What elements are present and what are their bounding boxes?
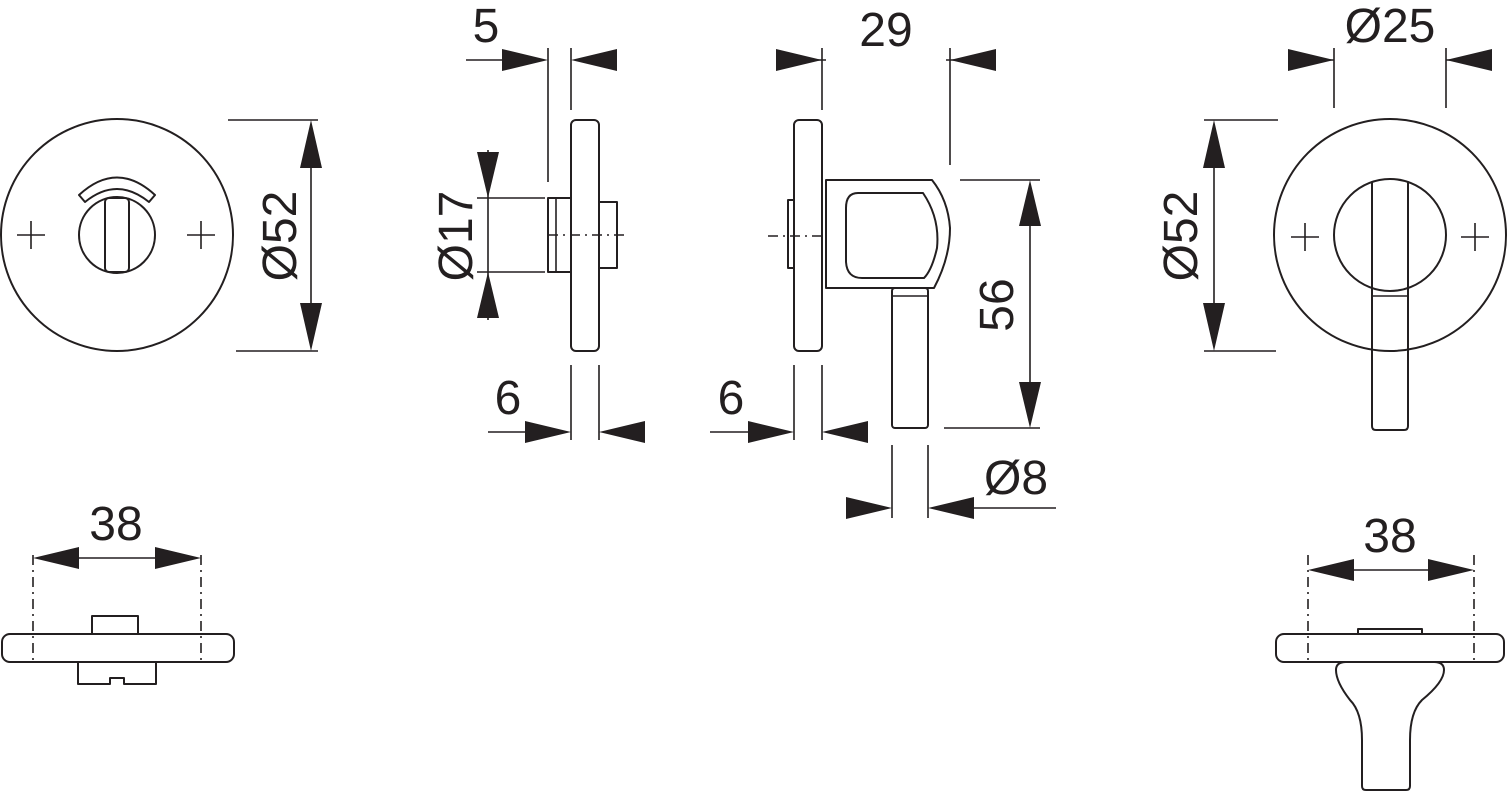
rose-plate-top xyxy=(1275,633,1505,663)
dim-line-29 xyxy=(776,48,996,165)
dim-line-56 xyxy=(944,179,1040,429)
center-lines xyxy=(1307,555,1475,662)
top-rim xyxy=(1357,628,1423,635)
dim-arrows-38-right xyxy=(1308,559,1474,581)
dim-arrows-29 xyxy=(776,49,996,71)
top-stub xyxy=(91,615,139,635)
dim-arrows-52 xyxy=(1203,120,1225,351)
knob-face xyxy=(845,192,939,279)
lever-bar xyxy=(1371,181,1409,431)
bottom-view-lever: 38 xyxy=(1275,510,1505,791)
dim-arrows xyxy=(300,120,322,351)
knob-body xyxy=(825,179,951,289)
dim-52-label: Ø52 xyxy=(1155,191,1208,282)
lever-knob-body xyxy=(1335,661,1445,791)
center-lines xyxy=(32,555,202,662)
dim-line-25 xyxy=(1288,48,1492,108)
dim-line-52 xyxy=(1204,119,1278,352)
rose-outline xyxy=(1273,118,1507,352)
knob-outline xyxy=(1333,178,1447,292)
dim-38-left-label: 38 xyxy=(89,498,142,551)
rose-outline xyxy=(0,118,234,352)
dim-arrows-38-left xyxy=(33,547,201,569)
screw-mark-left xyxy=(1291,223,1319,251)
dim-arrows-8 xyxy=(846,497,974,519)
dim-line-6-right xyxy=(710,365,868,440)
dim-arrows-6-right xyxy=(748,421,868,443)
dim-17-label: Ø17 xyxy=(430,191,483,282)
dim-line-diameter xyxy=(228,119,318,352)
dim-6-right-label: 6 xyxy=(718,372,745,425)
dim-line-5 xyxy=(466,48,616,182)
dim-8-label: Ø8 xyxy=(984,452,1048,505)
lever-bar xyxy=(891,287,929,429)
screw-mark-right xyxy=(1461,223,1489,251)
bottom-view-indicator: 38 xyxy=(1,498,235,685)
bottom-stub xyxy=(77,661,157,685)
dim-diameter-label: Ø52 xyxy=(254,191,307,282)
dim-29-label: 29 xyxy=(859,4,912,57)
dim-56-label: 56 xyxy=(971,278,1024,331)
screw-mark-left xyxy=(17,221,45,249)
turn-slot xyxy=(104,197,130,273)
rose-plate-top xyxy=(1,633,235,663)
screw-mark-right xyxy=(187,221,215,249)
front-view-indicator: Ø52 xyxy=(0,118,322,352)
back-stub xyxy=(787,199,795,269)
dim-38-right-label: 38 xyxy=(1363,510,1416,563)
dim-25-label: Ø25 xyxy=(1345,0,1436,53)
dim-5-label: 5 xyxy=(473,0,500,53)
side-view-indicator: 5 Ø17 6 xyxy=(430,0,645,443)
indicator-window xyxy=(78,176,156,203)
dim-6-left-label: 6 xyxy=(495,372,522,425)
dim-line-6-left xyxy=(488,365,644,440)
turn-knob xyxy=(78,196,156,274)
side-view-lever: 29 56 6 Ø8 xyxy=(710,4,1056,519)
dim-arrows-25 xyxy=(1288,49,1492,71)
front-view-lever: Ø25 Ø52 xyxy=(1155,0,1507,431)
dim-arrows-6-left xyxy=(525,421,645,443)
dim-arrows-5 xyxy=(502,49,617,71)
dim-line-8 xyxy=(846,445,1056,518)
dim-arrows-17 xyxy=(477,152,499,318)
